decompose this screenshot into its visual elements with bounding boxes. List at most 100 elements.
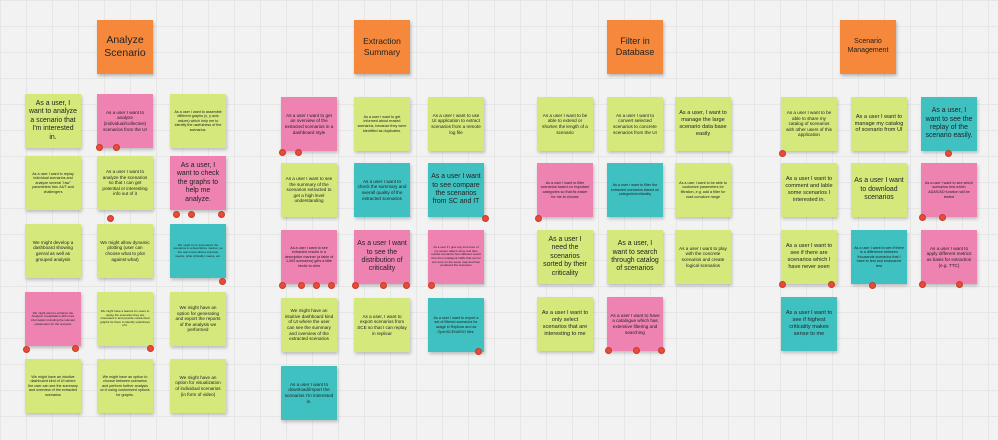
sticky-note[interactable]: As a user I need the scenarios sorted by…	[537, 230, 593, 284]
vote-dot[interactable]	[779, 150, 786, 157]
header-analyze-scenario[interactable]: Analyze Scenario	[97, 20, 153, 74]
sticky-note[interactable]: As a user, I want to export scenarios fr…	[354, 298, 410, 352]
note-text: As a user I want to get informed about e…	[357, 114, 407, 133]
header-scenario-management[interactable]: Scenario Management	[840, 20, 896, 74]
sticky-note[interactable]: As a user I want to use UI application t…	[428, 97, 484, 151]
vote-dot[interactable]	[919, 281, 926, 288]
vote-dot[interactable]	[352, 282, 359, 289]
vote-dot[interactable]	[23, 346, 30, 353]
vote-dot[interactable]	[658, 347, 665, 354]
vote-dot[interactable]	[633, 347, 640, 354]
vote-dot[interactable]	[113, 144, 120, 151]
vote-dot[interactable]	[173, 211, 180, 218]
note-text: As a user I want to play with the concre…	[679, 245, 727, 268]
vote-dot[interactable]	[298, 282, 305, 289]
vote-dot[interactable]	[279, 149, 286, 156]
vote-dot[interactable]	[72, 345, 79, 352]
note-text: As a user I want to see the distribution…	[357, 240, 407, 273]
sticky-note[interactable]: As a user I want to replay individual sc…	[25, 156, 81, 210]
sticky-note[interactable]: As a user I want to analyze the scenario…	[97, 156, 153, 210]
vote-dot[interactable]	[188, 211, 195, 218]
vote-dot[interactable]	[945, 150, 952, 157]
sticky-note[interactable]: As a user if I give any time hour of my …	[428, 230, 484, 284]
vote-dot[interactable]	[380, 282, 387, 289]
sticky-note[interactable]: We might develop a dashboard showing gen…	[25, 224, 81, 278]
sticky-note[interactable]: As a user I want to get informed about e…	[354, 97, 410, 151]
vote-dot[interactable]	[869, 282, 876, 289]
sticky-note[interactable]: As a user I want to export a set of filt…	[428, 298, 484, 352]
sticky-note[interactable]: As a user I want to see extracted result…	[281, 230, 337, 284]
sticky-note[interactable]: As a user, I want to see the replay of t…	[921, 97, 977, 151]
sticky-note[interactable]: As a user I want to see if there are sce…	[781, 230, 837, 284]
sticky-note[interactable]: We might have an option for visualizatio…	[170, 359, 226, 413]
note-text: As a user if I give any time hour of my …	[431, 245, 481, 268]
vote-dot[interactable]	[535, 215, 542, 222]
vote-dot[interactable]	[956, 281, 963, 288]
sticky-note[interactable]: As a user I want to have a catalogue whi…	[607, 297, 663, 351]
note-text: As a user I want to analyze the scenario…	[102, 169, 148, 197]
sticky-note[interactable]: We might have a feature for users to rep…	[97, 292, 153, 346]
sticky-note[interactable]: We might allow dynamic plotting (user ca…	[97, 224, 153, 278]
vote-dot[interactable]	[939, 214, 946, 221]
vote-dot[interactable]	[328, 282, 335, 289]
vote-dot[interactable]	[475, 348, 482, 355]
sticky-note[interactable]: As a user I want to comment and lable so…	[781, 163, 837, 217]
sticky-note[interactable]: As a user, I want to manage the large sc…	[675, 97, 731, 151]
note-text: As a user I want to have a catalogue whi…	[610, 312, 660, 335]
vote-dot[interactable]	[482, 215, 489, 222]
vote-dot[interactable]	[218, 211, 225, 218]
vote-dot[interactable]	[295, 149, 302, 156]
sticky-note[interactable]: As a user I want to see the summary of t…	[281, 163, 337, 217]
sticky-note[interactable]: As a user I want to filter scenarios bas…	[537, 163, 593, 217]
sticky-note[interactable]: As a user I want to see if there is a di…	[851, 230, 907, 284]
sticky-note[interactable]: As a user I want to manage my catalog of…	[851, 97, 907, 151]
vote-dot[interactable]	[403, 282, 410, 289]
sticky-note[interactable]: As a user I want to be able to share my …	[781, 97, 837, 151]
vote-dot[interactable]	[147, 345, 154, 352]
sticky-note[interactable]: We might have an intuitive dashboard kin…	[25, 359, 81, 413]
sticky-note[interactable]: As a user, I want to search through cata…	[607, 230, 663, 284]
vote-dot[interactable]	[279, 282, 286, 289]
sticky-note[interactable]: As a user I want to analyze (individual/…	[97, 94, 153, 148]
vote-dot[interactable]	[605, 347, 612, 354]
header-label: Filter in Database	[615, 35, 655, 57]
note-text: We might have an intuitive dashboard kin…	[28, 374, 78, 397]
sticky-note[interactable]: As a user I want to download scenarios	[851, 163, 907, 217]
sticky-note[interactable]: As a user I want to see compare the scen…	[428, 163, 484, 217]
header-extraction-summary[interactable]: Extraction Summary	[354, 20, 410, 74]
sticky-note[interactable]: We might want to enhance the Analyzer vi…	[25, 292, 81, 346]
vote-dot[interactable]	[313, 282, 320, 289]
sticky-note[interactable]: We might have an option for generating a…	[170, 292, 226, 346]
header-filter-in-database[interactable]: Filter in Database	[607, 20, 663, 74]
vote-dot[interactable]	[828, 281, 835, 288]
sticky-note[interactable]: As a user I want to download/import the …	[281, 366, 337, 420]
sticky-note[interactable]: As a user, I want to analyze a scenario …	[25, 94, 81, 148]
sticky-note[interactable]: As a user I want to check the summary an…	[354, 163, 410, 217]
sticky-note[interactable]: We might have an option to choose betwee…	[97, 359, 153, 413]
sticky-note[interactable]: As a user I want to be able to extend or…	[537, 97, 593, 151]
vote-dot[interactable]	[96, 144, 103, 151]
vote-dot[interactable]	[107, 215, 114, 222]
vote-dot[interactable]	[219, 278, 226, 285]
note-text: We might allow dynamic plotting (user ca…	[100, 239, 150, 262]
sticky-note[interactable]: As a user, I want to check the graphs to…	[170, 156, 226, 210]
vote-dot[interactable]	[428, 282, 435, 289]
sticky-note[interactable]: As a user I want to convert selected sce…	[607, 97, 663, 151]
sticky-note[interactable]: As a user I want to get an overview of t…	[281, 97, 337, 151]
sticky-note[interactable]: As a user I want to only select scenario…	[537, 297, 593, 351]
vote-dot[interactable]	[919, 214, 926, 221]
sticky-note[interactable]: As a user I want to be able to customize…	[675, 163, 731, 217]
sticky-note[interactable]: We might have an intuitive dashboard kin…	[281, 298, 337, 352]
sticky-note[interactable]: As a user I want to see the distribution…	[354, 230, 410, 284]
sticky-note[interactable]: As a user I want to filter the extracted…	[607, 163, 663, 217]
sticky-note[interactable]: As a user I want to apply different metr…	[921, 230, 977, 284]
sticky-note[interactable]: As a user I want to assemble different g…	[170, 94, 226, 148]
note-text: As a user I want to see the summary of t…	[285, 176, 333, 204]
sticky-note[interactable]: We might try to summarize the scenarios …	[170, 224, 226, 278]
sticky-note[interactable]: As a user I want to see if highest criti…	[781, 297, 837, 351]
sticky-note[interactable]: As a user I want to play with the concre…	[675, 230, 731, 284]
note-text: As a user I need the scenarios sorted by…	[543, 235, 587, 277]
sticky-note[interactable]: As a user I want to see which scenarios …	[921, 163, 977, 217]
vote-dot[interactable]	[779, 281, 786, 288]
